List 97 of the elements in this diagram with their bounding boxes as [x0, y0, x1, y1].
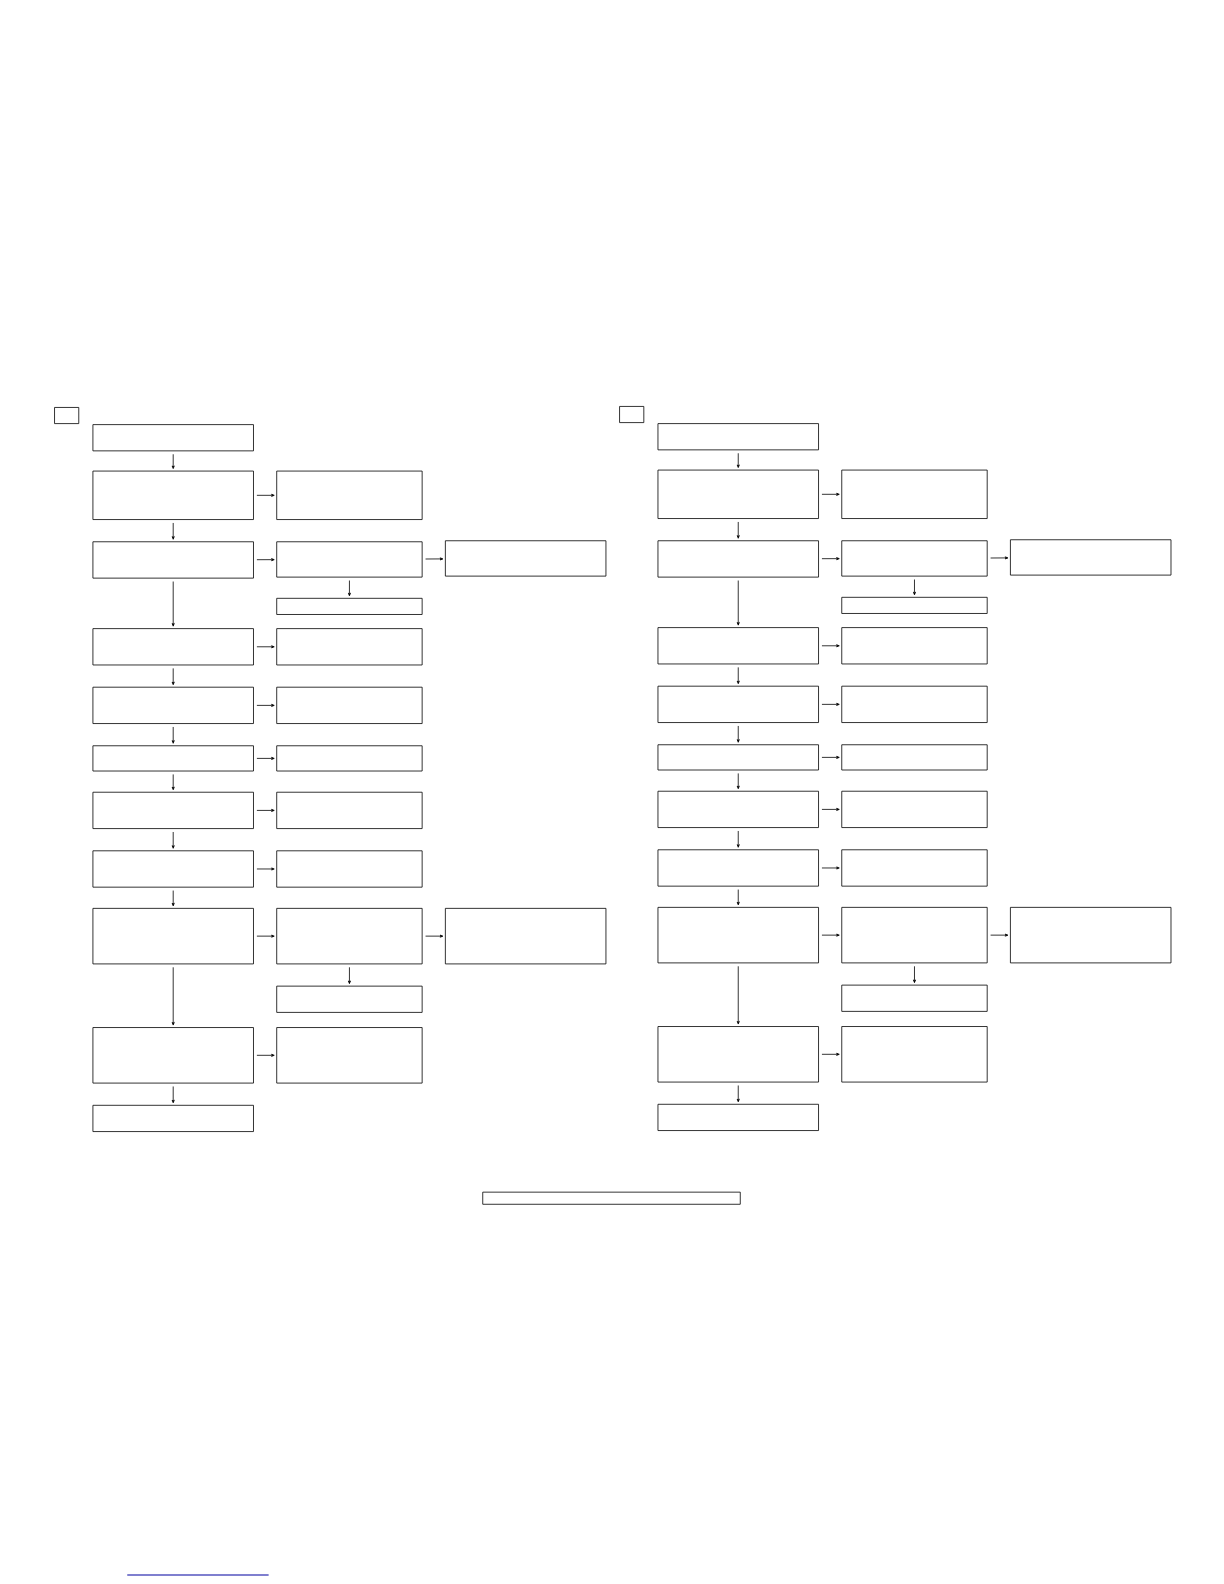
- arrow: [171, 581, 175, 627]
- flow-box: [276, 850, 423, 888]
- flow-box: [841, 790, 988, 828]
- flow-box: [444, 907, 607, 965]
- arrow: [256, 808, 275, 812]
- flow-box: [92, 628, 254, 666]
- flow-box: [276, 1027, 423, 1084]
- arrow: [256, 934, 275, 938]
- flow-box: [1010, 906, 1172, 964]
- arrow: [736, 521, 740, 539]
- flow-box: [619, 406, 645, 423]
- arrow: [171, 774, 175, 791]
- flow-box: [657, 1026, 819, 1083]
- arrow: [347, 966, 351, 985]
- flow-box: [92, 541, 254, 579]
- flow-box: [841, 906, 988, 964]
- arrow: [736, 773, 740, 790]
- arrow: [990, 933, 1009, 937]
- arrow: [821, 933, 840, 937]
- arrow: [256, 703, 275, 707]
- flow-box: [841, 984, 988, 1012]
- arrow: [171, 453, 175, 469]
- arrow: [171, 966, 175, 1026]
- flow-box: [657, 1103, 819, 1131]
- arrow: [821, 702, 840, 706]
- flow-box: [841, 849, 988, 887]
- arrow: [425, 557, 444, 561]
- flow-box: [92, 850, 254, 888]
- flow-box: [92, 907, 254, 965]
- flow-box: [276, 791, 423, 829]
- flow-box: [657, 744, 819, 771]
- arrow: [736, 725, 740, 743]
- arrow: [736, 452, 740, 468]
- flow-box: [841, 469, 988, 519]
- arrow: [821, 644, 840, 648]
- flow-box: [841, 596, 988, 614]
- flow-box: [92, 745, 254, 772]
- flow-box: [657, 469, 819, 519]
- arrow: [821, 1052, 840, 1056]
- flow-box: [657, 790, 819, 828]
- arrow: [821, 866, 840, 870]
- arrow: [821, 557, 840, 561]
- arrow: [256, 756, 275, 760]
- arrow: [171, 522, 175, 540]
- arrow: [171, 890, 175, 907]
- flow-box: [276, 985, 423, 1013]
- arrow: [913, 579, 916, 596]
- arrow: [821, 492, 840, 496]
- arrow: [736, 830, 740, 848]
- arrow: [256, 558, 275, 562]
- flow-box: [54, 407, 80, 424]
- arrow: [736, 666, 740, 685]
- arrow: [736, 580, 740, 626]
- flow-box: [92, 1104, 254, 1132]
- flow-box: [1010, 539, 1172, 576]
- flow-box: [841, 1026, 988, 1083]
- flow-box: [276, 470, 423, 520]
- arrow: [256, 867, 275, 871]
- arrow: [171, 831, 175, 849]
- flow-box: [657, 906, 819, 964]
- arrow: [256, 1053, 275, 1057]
- arrow: [256, 493, 275, 497]
- flow-box: [276, 628, 423, 666]
- flow-box: [841, 627, 988, 665]
- flow-box: [657, 540, 819, 578]
- flow-box: [92, 424, 254, 452]
- arrow: [736, 965, 740, 1025]
- arrow: [425, 934, 444, 938]
- arrow: [821, 755, 840, 759]
- arrow: [347, 580, 351, 597]
- flow-box: [276, 541, 423, 578]
- flow-box: [92, 470, 254, 520]
- flow-box: [657, 627, 819, 665]
- flow-box: [841, 744, 988, 771]
- flow-box: [276, 686, 423, 724]
- arrow: [913, 965, 916, 984]
- arrow: [171, 1086, 175, 1104]
- flow-box: [657, 849, 819, 887]
- flow-box: [276, 745, 423, 772]
- flow-box: [841, 685, 988, 723]
- arrow: [736, 889, 740, 906]
- arrow: [171, 726, 175, 744]
- arrow: [171, 668, 175, 686]
- arrow: [990, 556, 1009, 560]
- flow-box: [657, 685, 819, 723]
- flow-box: [92, 791, 254, 829]
- flow-box: [482, 1191, 741, 1205]
- flow-box: [276, 597, 423, 615]
- arrow: [821, 807, 840, 811]
- flow-box: [92, 686, 254, 724]
- flow-box: [444, 540, 607, 577]
- arrow: [736, 1085, 740, 1103]
- flow-box: [841, 540, 988, 577]
- arrow: [256, 645, 275, 649]
- flow-box: [276, 907, 423, 965]
- flow-box: [92, 1027, 254, 1084]
- flow-box: [657, 423, 819, 451]
